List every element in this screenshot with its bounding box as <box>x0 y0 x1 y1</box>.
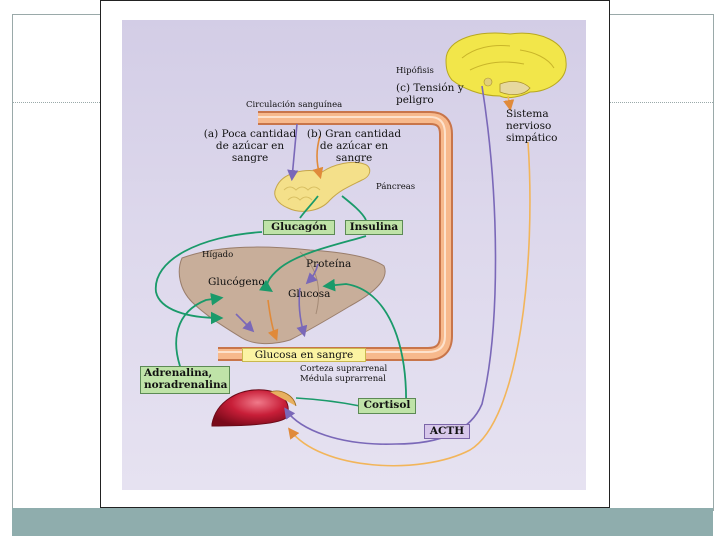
box-insulina: Insulina <box>345 220 403 235</box>
label-sistema-nervioso: Sistema nervioso simpático <box>506 108 558 144</box>
slide-rule-left <box>12 102 104 103</box>
slide-footer-band <box>12 508 713 536</box>
brain-shape <box>445 32 567 99</box>
label-hipofisis: Hipófisis <box>396 66 434 76</box>
label-poca-cantidad: (a) Poca cantidad de azúcar en sangre <box>203 128 297 164</box>
label-higado: Hígado <box>202 250 234 260</box>
box-adrenalina: Adrenalina, noradrenalina <box>140 366 230 394</box>
box-glucosa-sangre: Glucosa en sangre <box>242 348 366 362</box>
adrenal-gland-shape <box>211 389 297 427</box>
liver-shape <box>178 246 386 345</box>
label-proteina: Proteína <box>306 258 352 270</box>
slide-rule-right <box>610 102 713 103</box>
pancreas-shape <box>274 161 371 212</box>
box-acth: ACTH <box>424 424 470 439</box>
label-corteza-medula: Corteza suprarrenal Médula suprarrenal <box>300 364 388 384</box>
box-cortisol: Cortisol <box>358 398 416 414</box>
label-tension-peligro: (c) Tensión y peligro <box>396 82 464 106</box>
slide-border-right <box>610 14 714 511</box>
label-glucogeno: Glucógeno <box>208 276 265 288</box>
slide-border-left <box>12 14 105 511</box>
label-pancreas: Páncreas <box>376 182 416 192</box>
blood-vessel <box>218 111 453 361</box>
label-gran-cantidad: (b) Gran cantidad de azúcar en sangre <box>306 128 402 164</box>
box-glucagon: Glucagón <box>263 220 335 235</box>
label-circulacion: Circulación sanguínea <box>246 100 343 110</box>
label-glucosa: Glucosa <box>288 288 331 300</box>
